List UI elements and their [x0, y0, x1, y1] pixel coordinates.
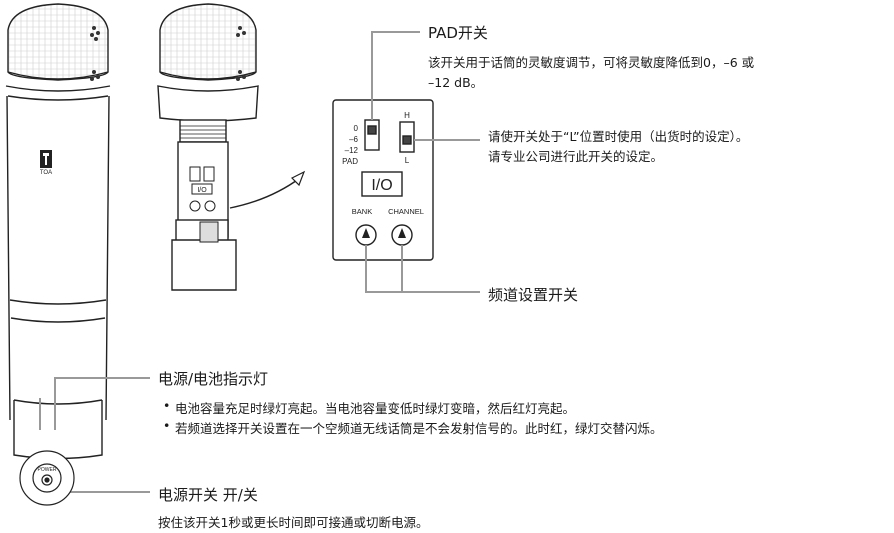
hl-label-l: L [405, 156, 410, 165]
power-switch-title: 电源开关 开/关 [158, 486, 258, 504]
power-button-label: POWER [38, 467, 57, 473]
power-led-title: 电源/电池指示灯 [158, 370, 269, 388]
power-switch-description: 按住该开关1秒或更长时间即可接通或切断电源。 [158, 515, 429, 530]
hl-switch-note-line1: 请使开关处于“L”位置时使用（出货时的设定）。 [488, 129, 749, 144]
bank-label: BANK [352, 207, 372, 216]
pad-switch-description-line2: –12 dB。 [428, 75, 484, 90]
channel-label: CHANNEL [388, 207, 424, 216]
pad-switch-description-line1: 该开关用于话筒的灵敏度调节，可将灵敏度降低到0，–6 或 [428, 55, 755, 70]
power-led-bullet-1: 电池容量充足时绿灯亮起。当电池容量变低时绿灯变暗，然后红灯亮起。 [163, 398, 575, 417]
hl-switch-note-line2: 请专业公司进行此开关的设定。 [488, 149, 664, 164]
grille-marks-cutaway [236, 26, 246, 81]
toa-logo: TOA [40, 150, 52, 176]
zoom-arrowhead [290, 170, 306, 187]
pad-switch-title: PAD开关 [428, 24, 488, 42]
power-button-detail [19, 450, 75, 506]
io-label: I/O [371, 177, 392, 194]
pad-label-minus12: –12 [345, 146, 359, 155]
bank-dial [362, 228, 370, 238]
logo-text: TOA [40, 170, 52, 176]
mini-io-label: I/O [197, 187, 207, 194]
mini-control-panel [189, 166, 219, 243]
pad-label-minus6: –6 [349, 135, 358, 144]
pad-label-0: 0 [354, 124, 359, 133]
grille-marks-front [90, 26, 100, 81]
channel-switch-label: 频道设置开关 [488, 286, 579, 304]
leader-lines [39, 31, 480, 493]
channel-dial [398, 228, 406, 238]
power-led-bullet-2: 若频道选择开关设置在一个空频道无线话筒是不会发射信号的。此时红，绿灯交替闪烁。 [163, 418, 663, 437]
microphone-cutaway-view [157, 3, 259, 291]
pad-label-pad: PAD [342, 157, 358, 166]
hl-label-h: H [404, 111, 410, 120]
zoom-arrow [229, 177, 301, 209]
